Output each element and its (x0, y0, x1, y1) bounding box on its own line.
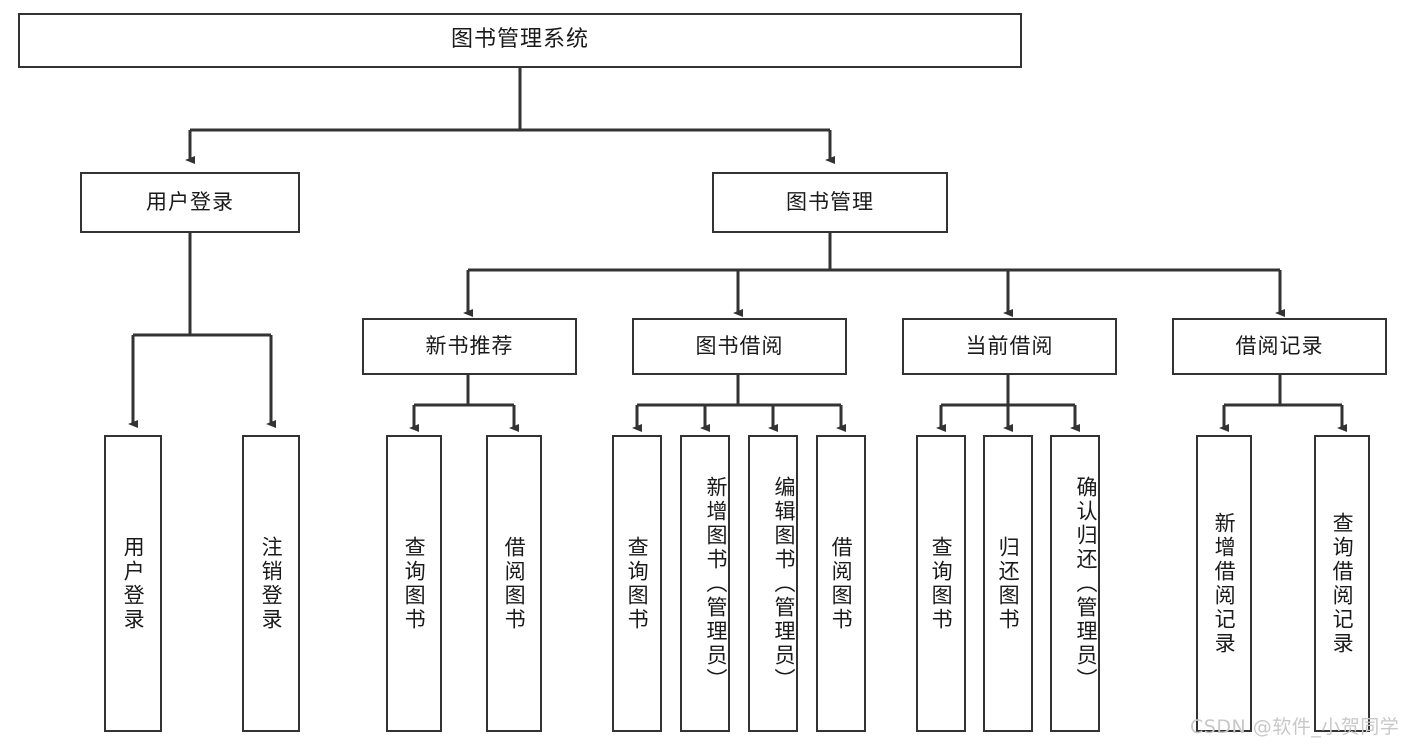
node-book-manage-label: 图书管理 (786, 189, 874, 214)
node-leaf-confirm-return[interactable]: 确认归还（管理员） (1050, 435, 1100, 732)
node-root-label: 图书管理系统 (450, 27, 589, 53)
node-leaf-query-record[interactable]: 查询借阅记录 (1314, 435, 1370, 732)
node-borrow-record-label: 借阅记录 (1235, 333, 1324, 358)
node-leaf-edit-book-label: 编辑图书（管理员） (772, 475, 796, 692)
node-leaf-borrow-book-2[interactable]: 借阅图书 (816, 435, 866, 732)
node-book-borrow-label: 图书借阅 (695, 333, 784, 358)
node-leaf-query-book-2-label: 查询图书 (625, 535, 650, 632)
node-book-borrow[interactable]: 图书借阅 (632, 318, 847, 375)
node-new-book-recommend[interactable]: 新书推荐 (362, 318, 577, 375)
node-leaf-borrow-book-2-label: 借阅图书 (829, 535, 854, 632)
node-leaf-add-record-label: 新增借阅记录 (1212, 511, 1237, 656)
watermark: CSDN @软件_小贺同学 (1190, 716, 1400, 738)
node-leaf-add-book-label: 新增图书（管理员） (704, 475, 728, 692)
node-leaf-query-book-3[interactable]: 查询图书 (916, 435, 966, 732)
node-leaf-query-book-1[interactable]: 查询图书 (386, 435, 442, 732)
node-new-book-recommend-label: 新书推荐 (425, 333, 514, 358)
node-leaf-edit-book[interactable]: 编辑图书（管理员） (748, 435, 798, 732)
node-leaf-query-record-label: 查询借阅记录 (1330, 511, 1355, 656)
node-leaf-return-book-label: 归还图书 (996, 535, 1021, 632)
node-leaf-query-book-2[interactable]: 查询图书 (612, 435, 662, 732)
node-leaf-add-record[interactable]: 新增借阅记录 (1196, 435, 1252, 732)
node-user-login[interactable]: 用户登录 (80, 172, 300, 233)
node-leaf-query-book-3-label: 查询图书 (929, 535, 954, 632)
node-leaf-borrow-book-1[interactable]: 借阅图书 (486, 435, 542, 732)
node-leaf-user-login-label: 用户登录 (121, 535, 146, 632)
node-leaf-return-book[interactable]: 归还图书 (983, 435, 1033, 732)
node-root[interactable]: 图书管理系统 (18, 13, 1022, 68)
node-leaf-user-login[interactable]: 用户登录 (104, 435, 162, 732)
node-leaf-borrow-book-1-label: 借阅图书 (502, 535, 527, 632)
node-leaf-query-book-1-label: 查询图书 (402, 535, 427, 632)
node-user-login-label: 用户登录 (146, 189, 234, 214)
node-current-borrow-label: 当前借阅 (965, 333, 1054, 358)
node-current-borrow[interactable]: 当前借阅 (902, 318, 1117, 375)
node-leaf-logout-login-label: 注销登录 (259, 535, 284, 632)
node-book-manage[interactable]: 图书管理 (712, 172, 948, 233)
node-borrow-record[interactable]: 借阅记录 (1172, 318, 1387, 375)
node-leaf-add-book[interactable]: 新增图书（管理员） (680, 435, 730, 732)
node-leaf-confirm-return-label: 确认归还（管理员） (1074, 475, 1098, 692)
node-leaf-logout-login[interactable]: 注销登录 (242, 435, 300, 732)
